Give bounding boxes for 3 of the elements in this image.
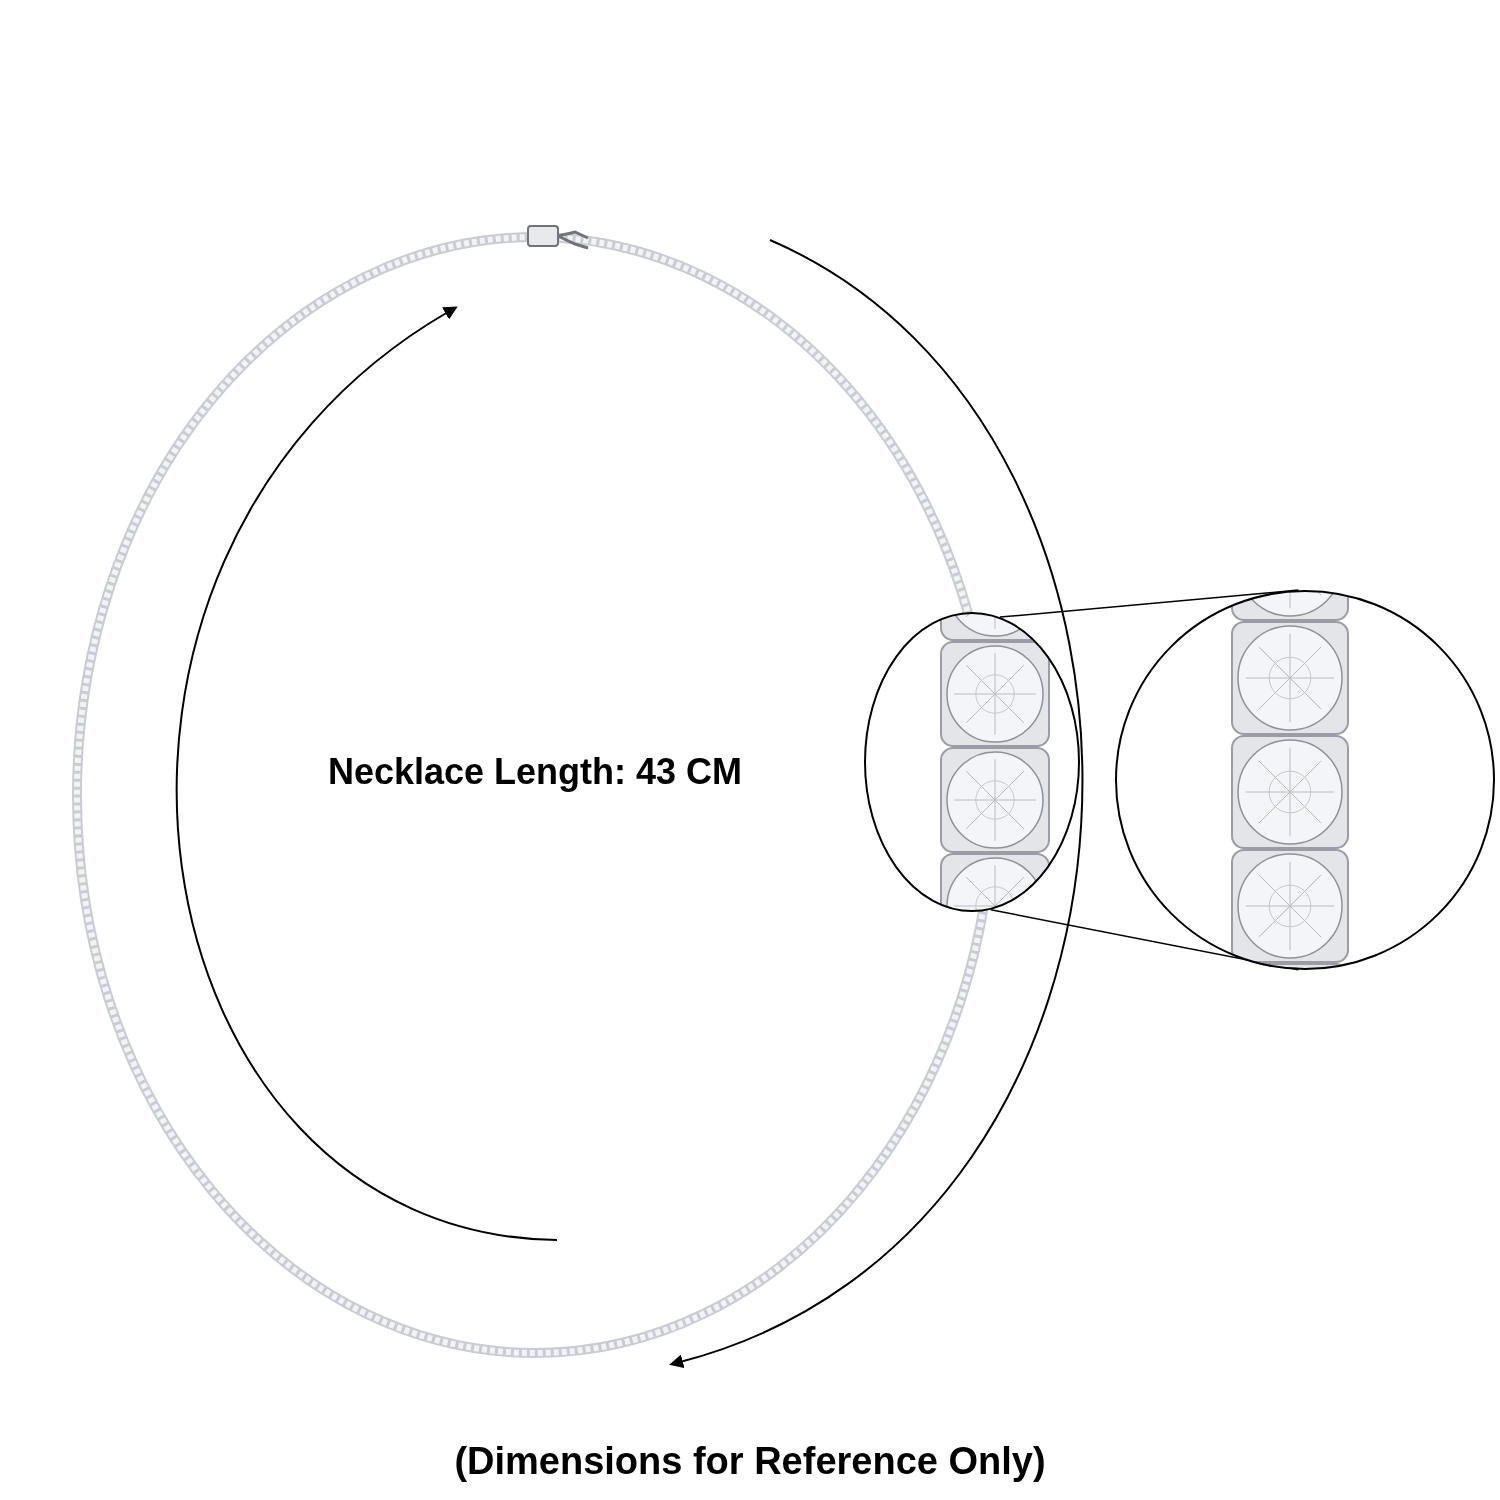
dimension-text: Necklace Length: 43 CM bbox=[327, 751, 743, 793]
caption: (Dimensions for Reference Only) bbox=[453, 1440, 1047, 1483]
leader-line bbox=[999, 589, 1300, 618]
